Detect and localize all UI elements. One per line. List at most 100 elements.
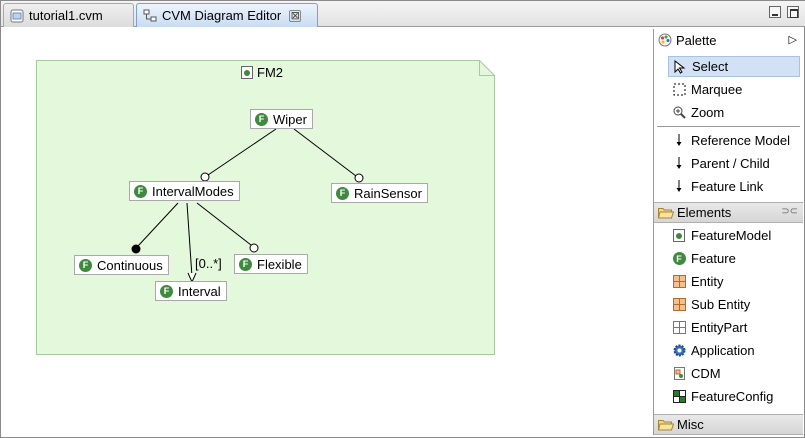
diagram-editor-icon bbox=[143, 9, 157, 23]
palette-separator bbox=[657, 126, 800, 127]
arrow-down-icon bbox=[672, 180, 686, 194]
feature-node-label: Interval bbox=[178, 283, 221, 299]
misc-drawer[interactable]: Misc bbox=[654, 414, 803, 435]
palette-element-application[interactable]: Application bbox=[668, 340, 800, 361]
application-icon bbox=[672, 344, 686, 358]
feature-node-label: Continuous bbox=[97, 257, 163, 273]
connection-wiper-intervalmodes bbox=[207, 128, 277, 176]
mandatory-marker bbox=[131, 244, 141, 254]
feature-node-wiper[interactable]: F Wiper bbox=[250, 109, 313, 129]
palette-title: Palette bbox=[676, 32, 717, 48]
sub-entity-icon bbox=[672, 298, 686, 312]
arrow-down-icon bbox=[672, 157, 686, 171]
collapse-palette-icon[interactable]: ▷ bbox=[788, 34, 797, 46]
feature-icon: F bbox=[160, 284, 173, 298]
tab-cvm-diagram-editor[interactable]: CVM Diagram Editor ⊠ bbox=[136, 3, 318, 27]
editor-tab-bar: tutorial1.cvm CVM Diagram Editor ⊠ bbox=[1, 1, 805, 27]
close-tab-icon[interactable]: ⊠ bbox=[289, 9, 302, 22]
cvm-file-icon bbox=[10, 9, 24, 23]
feature-icon: F bbox=[239, 257, 252, 271]
folder-open-icon bbox=[657, 419, 675, 431]
feature-icon: F bbox=[336, 186, 349, 200]
feature-node-label: Flexible bbox=[257, 256, 302, 272]
palette-tool-label: Reference Model bbox=[691, 133, 790, 148]
feature-node-interval[interactable]: F Interval bbox=[155, 281, 227, 301]
marquee-icon bbox=[672, 83, 686, 97]
optional-marker bbox=[354, 173, 364, 183]
palette-tool-label: Zoom bbox=[691, 105, 725, 120]
pin-icon[interactable]: ⊃⊂ bbox=[781, 206, 798, 217]
minimize-button[interactable] bbox=[769, 6, 781, 18]
feature-icon: F bbox=[672, 252, 686, 266]
palette-element-entity[interactable]: Entity bbox=[668, 271, 800, 292]
feature-model-container-shape bbox=[36, 60, 495, 355]
folder-open-icon bbox=[657, 207, 675, 219]
connection-wiper-rainsensor bbox=[293, 128, 357, 177]
feature-icon: F bbox=[134, 184, 147, 198]
maximize-button[interactable] bbox=[787, 6, 799, 18]
palette-tool-select[interactable]: Select bbox=[668, 56, 800, 77]
palette-icon bbox=[658, 33, 672, 47]
feature-node-label: Wiper bbox=[273, 111, 307, 127]
cardinality-label[interactable]: [0..*] bbox=[195, 256, 222, 271]
optional-marker bbox=[200, 172, 210, 182]
optional-marker bbox=[249, 243, 259, 253]
palette-tool-label: Marquee bbox=[691, 82, 743, 97]
feature-model-icon bbox=[241, 66, 253, 79]
feature-node-flexible[interactable]: F Flexible bbox=[234, 254, 308, 274]
elements-drawer-label: Elements bbox=[677, 205, 732, 220]
palette-element-featureconfig[interactable]: FeatureConfig bbox=[668, 386, 800, 407]
feature-node-intervalmodes[interactable]: F IntervalModes bbox=[129, 181, 240, 201]
feature-node-continuous[interactable]: F Continuous bbox=[74, 255, 169, 275]
feature-model-icon bbox=[672, 229, 686, 243]
entity-part-icon bbox=[672, 321, 686, 335]
zoom-icon bbox=[672, 106, 686, 120]
connection-intervalmodes-interval bbox=[186, 202, 193, 278]
feature-icon: F bbox=[255, 112, 268, 126]
misc-drawer-label: Misc bbox=[677, 417, 704, 432]
palette-element-featuremodel[interactable]: FeatureModel bbox=[668, 225, 800, 246]
tab-label: CVM Diagram Editor bbox=[162, 8, 282, 23]
palette-element-label: Application bbox=[691, 343, 755, 358]
palette-element-label: EntityPart bbox=[691, 320, 748, 335]
palette-tool-label: Parent / Child bbox=[691, 156, 770, 171]
feature-node-rainsensor[interactable]: F RainSensor bbox=[331, 183, 428, 203]
feature-badge: F bbox=[672, 252, 686, 265]
tab-label: tutorial1.cvm bbox=[29, 8, 103, 23]
palette-element-feature[interactable]: F Feature bbox=[668, 248, 800, 269]
tab-tutorial1-cvm[interactable]: tutorial1.cvm bbox=[3, 3, 134, 27]
feature-node-label: IntervalModes bbox=[152, 183, 234, 199]
connection-intervalmodes-flexible bbox=[196, 202, 252, 246]
palette-element-entitypart[interactable]: EntityPart bbox=[668, 317, 800, 338]
palette-element-label: CDM bbox=[691, 366, 721, 381]
palette-element-label: Entity bbox=[691, 274, 724, 289]
palette-tool-reference-model[interactable]: Reference Model bbox=[668, 130, 800, 151]
folded-corner-shape bbox=[479, 60, 495, 76]
arrow-pointer-icon bbox=[673, 59, 687, 74]
elements-drawer[interactable]: Elements ⊃⊂ bbox=[654, 202, 803, 223]
feature-model-name: FM2 bbox=[257, 65, 283, 80]
palette-tool-zoom[interactable]: Zoom bbox=[668, 102, 800, 123]
palette-tool-parent-child[interactable]: Parent / Child bbox=[668, 153, 800, 174]
palette-tool-label: Feature Link bbox=[691, 179, 764, 194]
palette-element-label: Sub Entity bbox=[691, 297, 751, 312]
palette-element-label: FeatureModel bbox=[691, 228, 772, 243]
palette-element-cdm[interactable]: CDM bbox=[668, 363, 800, 384]
palette-tool-label: Select bbox=[692, 59, 729, 74]
diagram-canvas[interactable]: FM2 F Wiper F IntervalModes F RainSensor… bbox=[5, 29, 650, 435]
feature-config-icon bbox=[672, 390, 686, 404]
palette-element-label: Feature bbox=[691, 251, 736, 266]
palette-header[interactable]: Palette ▷ bbox=[654, 29, 803, 51]
palette-element-label: FeatureConfig bbox=[691, 389, 774, 404]
arrow-down-icon bbox=[672, 134, 686, 148]
palette-tool-marquee[interactable]: Marquee bbox=[668, 79, 800, 100]
palette-element-sub-entity[interactable]: Sub Entity bbox=[668, 294, 800, 315]
cdm-icon bbox=[672, 367, 686, 381]
entity-icon bbox=[672, 275, 686, 289]
feature-model-title[interactable]: FM2 bbox=[241, 65, 283, 80]
connection-intervalmodes-continuous bbox=[137, 202, 179, 247]
palette-tool-feature-link[interactable]: Feature Link bbox=[668, 176, 800, 197]
feature-icon: F bbox=[79, 258, 92, 272]
palette-panel: Palette ▷ Select Marquee Zoom bbox=[653, 29, 803, 435]
